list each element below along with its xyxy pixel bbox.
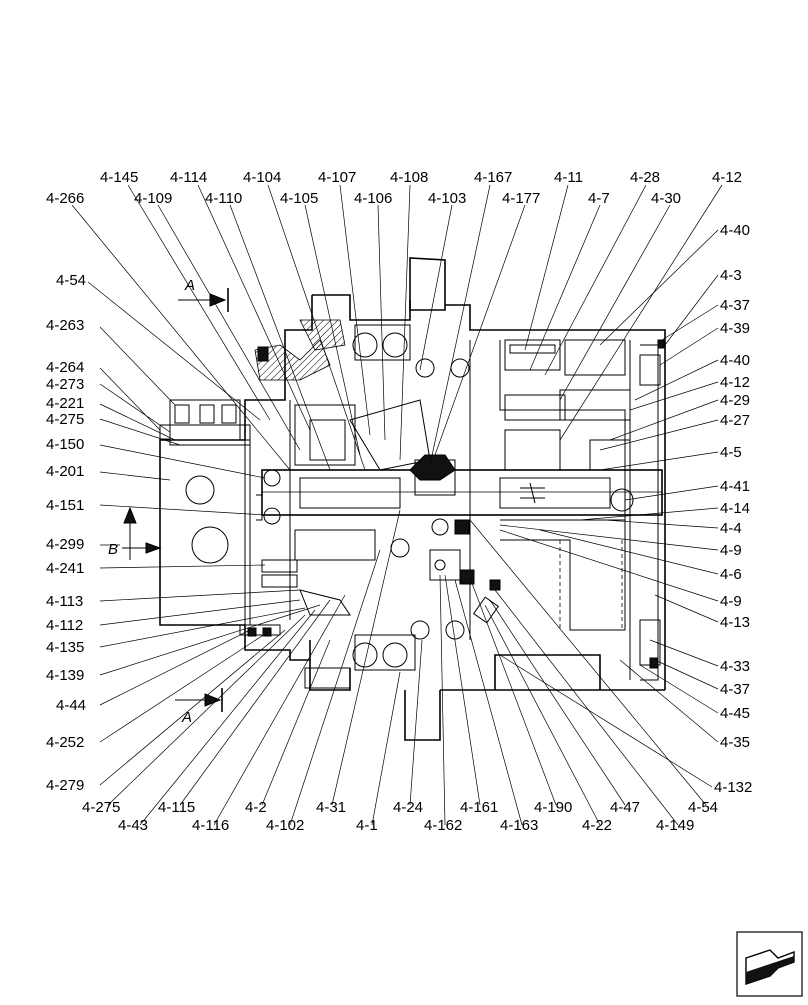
callout-4-37-a: 4-37 bbox=[720, 297, 750, 314]
section-label-b: B bbox=[108, 541, 118, 558]
section-arrow-a-top: A bbox=[178, 277, 229, 312]
callout-4-110: 4-110 bbox=[205, 190, 242, 207]
callout-4-33: 4-33 bbox=[720, 658, 750, 675]
callout-4-31: 4-31 bbox=[316, 799, 346, 816]
callout-4-114: 4-114 bbox=[170, 169, 207, 186]
callout-4-44: 4-44 bbox=[56, 697, 86, 714]
callout-4-2: 4-2 bbox=[245, 799, 267, 816]
page-forward-icon[interactable] bbox=[736, 931, 803, 997]
callout-4-132: 4-132 bbox=[714, 779, 752, 796]
callout-4-6: 4-6 bbox=[720, 566, 742, 583]
callout-4-27: 4-27 bbox=[720, 412, 750, 429]
callout-4-115: 4-115 bbox=[158, 799, 195, 816]
callout-4-299: 4-299 bbox=[46, 536, 84, 553]
callout-4-29: 4-29 bbox=[720, 392, 750, 409]
callout-4-45: 4-45 bbox=[720, 705, 750, 722]
callout-4-275-left: 4-275 bbox=[46, 411, 84, 428]
callout-labels-right: 4-40 4-3 4-37 4-39 4-40 4-12 4-29 4-27 4… bbox=[714, 222, 752, 796]
callout-4-40-b: 4-40 bbox=[720, 352, 750, 369]
bearing-elements bbox=[185, 332, 634, 668]
callout-4-12-right: 4-12 bbox=[720, 374, 750, 391]
callout-4-279: 4-279 bbox=[46, 777, 84, 794]
callout-4-275-bottom: 4-275 bbox=[82, 799, 120, 816]
callout-4-162: 4-162 bbox=[424, 817, 462, 834]
callout-4-161: 4-161 bbox=[460, 799, 498, 816]
callout-4-30: 4-30 bbox=[651, 190, 681, 207]
callout-4-104: 4-104 bbox=[243, 169, 281, 186]
callout-4-22: 4-22 bbox=[582, 817, 612, 834]
callout-4-105: 4-105 bbox=[280, 190, 318, 207]
callout-4-109: 4-109 bbox=[134, 190, 172, 207]
callout-4-135: 4-135 bbox=[46, 639, 84, 656]
callout-4-14: 4-14 bbox=[720, 500, 750, 517]
callout-4-35: 4-35 bbox=[720, 734, 750, 751]
callout-4-13: 4-13 bbox=[720, 614, 750, 631]
callout-4-112: 4-112 bbox=[46, 617, 83, 634]
callout-4-108: 4-108 bbox=[390, 169, 428, 186]
callout-4-1: 4-1 bbox=[356, 817, 378, 834]
callout-4-47: 4-47 bbox=[610, 799, 640, 816]
callout-labels-bottom: 4-275 4-43 4-115 4-116 4-2 4-102 4-31 4-… bbox=[82, 799, 718, 834]
callout-4-9-b: 4-9 bbox=[720, 593, 742, 610]
callout-4-11: 4-11 bbox=[554, 169, 583, 186]
callout-4-102: 4-102 bbox=[266, 817, 304, 834]
section-label-a-bottom: A bbox=[181, 709, 192, 726]
callout-4-54-bottom: 4-54 bbox=[688, 799, 718, 816]
callout-4-177: 4-177 bbox=[502, 190, 540, 207]
section-arrow-b: B bbox=[108, 506, 162, 560]
callout-4-37-b: 4-37 bbox=[720, 681, 750, 698]
callout-4-9-a: 4-9 bbox=[720, 542, 742, 559]
callout-4-145: 4-145 bbox=[100, 169, 138, 186]
section-label-a-top: A bbox=[184, 277, 195, 294]
housing-outline bbox=[159, 257, 666, 741]
callout-4-273: 4-273 bbox=[46, 376, 84, 393]
callout-4-221: 4-221 bbox=[46, 395, 84, 412]
callout-4-241: 4-241 bbox=[46, 560, 84, 577]
callout-4-151: 4-151 bbox=[46, 497, 84, 514]
callout-4-5: 4-5 bbox=[720, 444, 742, 461]
callout-4-3: 4-3 bbox=[720, 267, 742, 284]
section-arrow-a-bottom: A bbox=[175, 688, 223, 726]
callout-4-28: 4-28 bbox=[630, 169, 660, 186]
callout-4-41: 4-41 bbox=[720, 478, 750, 495]
callout-4-43: 4-43 bbox=[118, 817, 148, 834]
callout-4-190: 4-190 bbox=[534, 799, 572, 816]
callout-4-150: 4-150 bbox=[46, 436, 84, 453]
callout-4-7: 4-7 bbox=[588, 190, 610, 207]
leader-lines bbox=[71, 184, 723, 826]
callout-4-107: 4-107 bbox=[318, 169, 356, 186]
callout-4-139: 4-139 bbox=[46, 667, 84, 684]
callout-4-264: 4-264 bbox=[46, 359, 84, 376]
callout-4-106: 4-106 bbox=[354, 190, 392, 207]
callout-4-252: 4-252 bbox=[46, 734, 84, 751]
callout-4-163: 4-163 bbox=[500, 817, 538, 834]
callout-4-24: 4-24 bbox=[393, 799, 423, 816]
callout-4-103: 4-103 bbox=[428, 190, 466, 207]
callout-4-149: 4-149 bbox=[656, 817, 694, 834]
callout-4-266: 4-266 bbox=[46, 190, 84, 207]
callout-labels-left: 4-54 4-263 4-264 4-273 4-221 4-275 4-150… bbox=[46, 272, 86, 794]
callout-4-116: 4-116 bbox=[192, 817, 229, 834]
callout-4-12-top: 4-12 bbox=[712, 169, 742, 186]
callout-4-4: 4-4 bbox=[720, 520, 742, 537]
callout-4-201: 4-201 bbox=[46, 463, 84, 480]
callout-4-39: 4-39 bbox=[720, 320, 750, 337]
callout-4-167: 4-167 bbox=[474, 169, 512, 186]
callout-4-113: 4-113 bbox=[46, 593, 83, 610]
main-shaft bbox=[261, 469, 663, 516]
callout-labels-top: 4-145 4-114 4-104 4-107 4-108 4-167 4-11… bbox=[46, 169, 742, 207]
internal-components bbox=[159, 324, 631, 689]
callout-4-54-left: 4-54 bbox=[56, 272, 86, 289]
callout-4-263: 4-263 bbox=[46, 317, 84, 334]
callout-4-40-a: 4-40 bbox=[720, 222, 750, 239]
